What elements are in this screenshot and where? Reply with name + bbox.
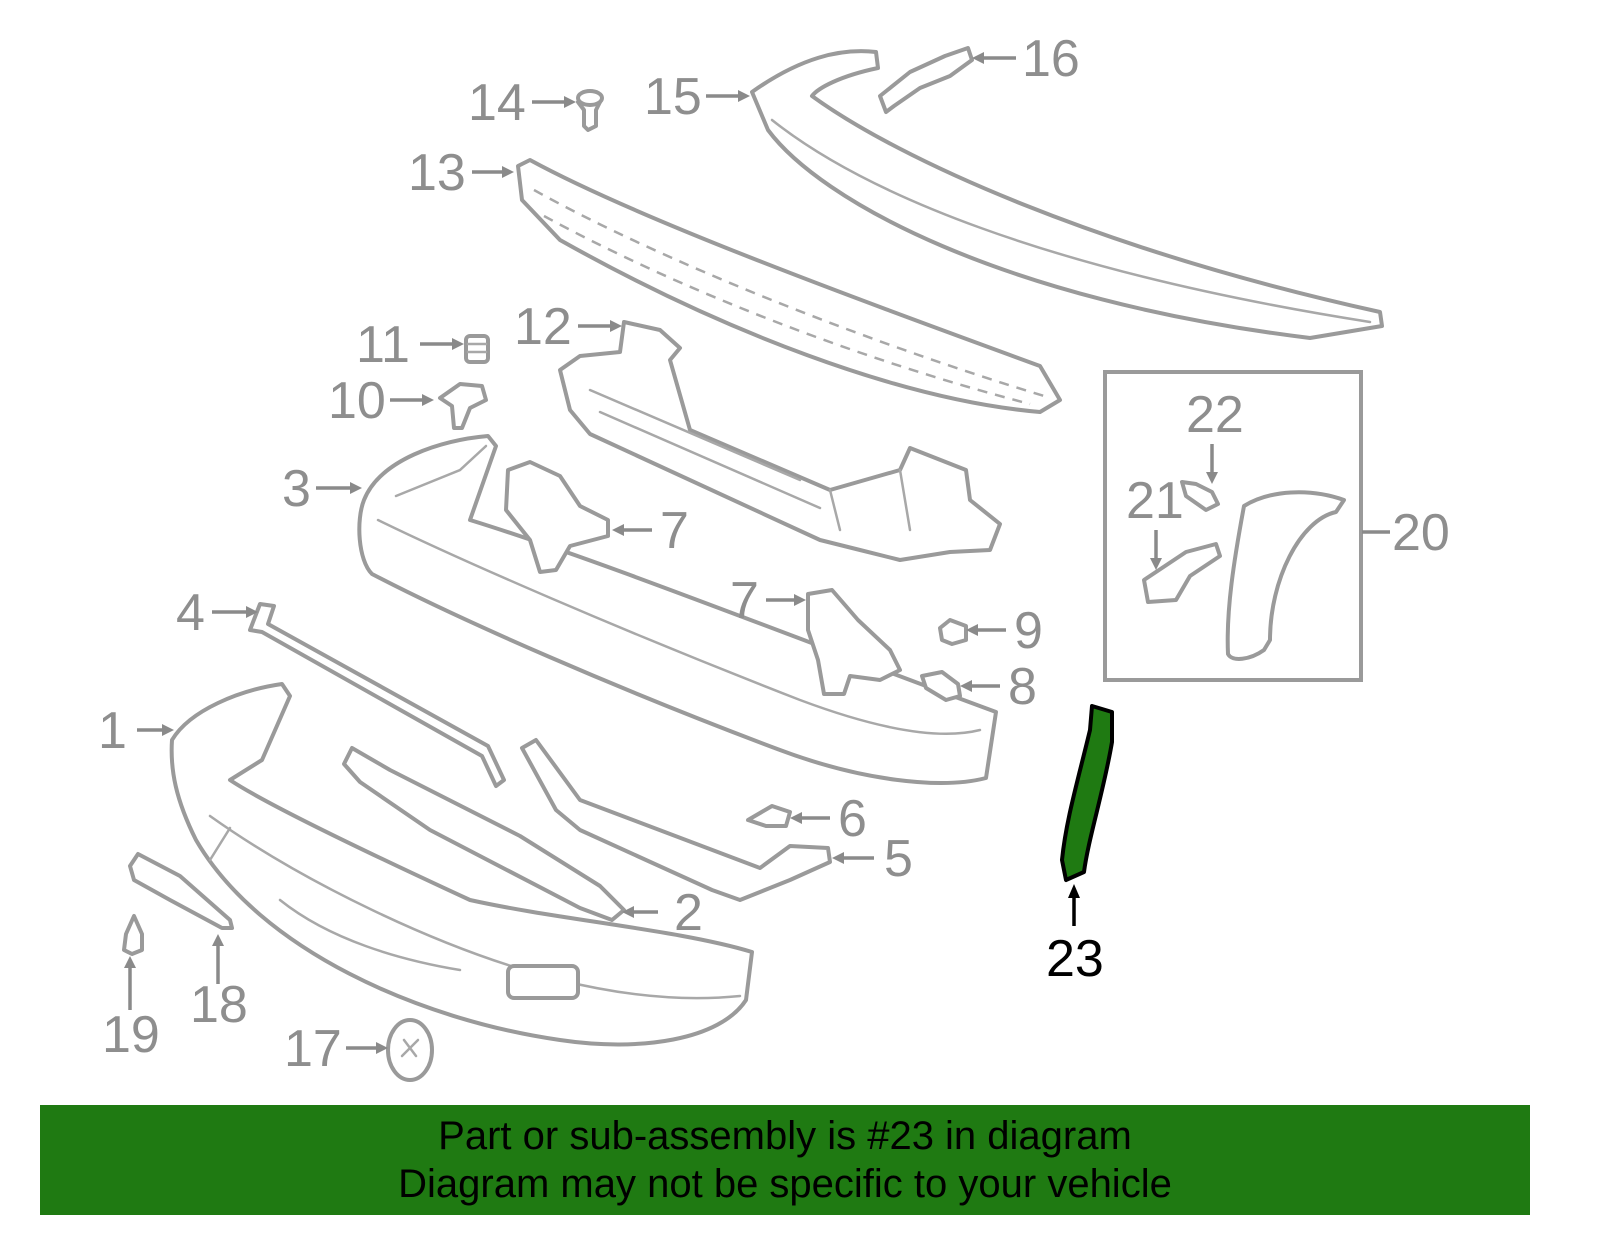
callout-1: 1 xyxy=(98,702,127,760)
callout-22: 22 xyxy=(1186,386,1244,444)
part-23-highlighted xyxy=(1060,704,1114,882)
callout-4: 4 xyxy=(176,584,205,642)
leader-arrows xyxy=(124,52,1390,1054)
part-5-bracket xyxy=(520,738,832,902)
part-13-reinforcement xyxy=(516,158,1062,414)
part-4-molding xyxy=(248,602,506,788)
part-19-clip xyxy=(122,914,144,956)
part-20-subassembly xyxy=(1103,370,1363,682)
callout-8: 8 xyxy=(1008,658,1037,716)
part-1-bumper-cover xyxy=(169,682,754,1047)
part-11-nut xyxy=(464,334,490,364)
callout-19: 19 xyxy=(102,1006,160,1064)
part-2-reinforcement xyxy=(342,746,626,922)
callout-5: 5 xyxy=(884,830,913,888)
part-3-face-bar xyxy=(357,434,998,785)
callout-12: 12 xyxy=(514,298,572,356)
callout-23: 23 xyxy=(1046,930,1104,988)
callout-10: 10 xyxy=(328,372,386,430)
info-banner: Part or sub-assembly is #23 in diagram D… xyxy=(40,1105,1530,1215)
callout-17: 17 xyxy=(284,1020,342,1078)
callout-20: 20 xyxy=(1392,504,1450,562)
callout-18: 18 xyxy=(190,976,248,1034)
callout-15: 15 xyxy=(644,68,702,126)
part-8-bolt xyxy=(920,670,962,702)
part-15-cover-strip xyxy=(750,49,1384,340)
part-16-bracket xyxy=(878,46,974,114)
part-12-reinforcement xyxy=(558,320,1002,562)
callout-9: 9 xyxy=(1014,602,1043,660)
callout-labels: 1 2 3 4 5 6 7 7 8 9 10 11 12 13 14 15 16… xyxy=(98,30,1450,1078)
callout-2: 2 xyxy=(674,884,703,942)
part-18-bracket xyxy=(128,852,234,930)
callout-7-lower: 7 xyxy=(730,572,759,630)
part-6-clip xyxy=(746,804,792,828)
leader-arrow-23 xyxy=(1068,884,1080,926)
part-9-bolt xyxy=(938,618,968,646)
banner-line-2: Diagram may not be specific to your vehi… xyxy=(398,1162,1172,1206)
banner-line-1: Part or sub-assembly is #23 in diagram xyxy=(438,1114,1132,1158)
callout-13: 13 xyxy=(408,144,466,202)
callout-21: 21 xyxy=(1126,472,1184,530)
part-7-bracket-upper xyxy=(504,460,610,574)
part-10-clip xyxy=(438,382,488,430)
part-7-bracket-lower xyxy=(806,588,902,696)
part-17-cap xyxy=(386,1018,434,1082)
callout-3: 3 xyxy=(282,460,311,518)
callout-14: 14 xyxy=(468,74,526,132)
callout-6: 6 xyxy=(838,790,867,848)
part-14-clip xyxy=(576,89,604,132)
callout-16: 16 xyxy=(1022,30,1080,88)
callout-11: 11 xyxy=(356,316,410,374)
callout-7-upper: 7 xyxy=(660,502,689,560)
